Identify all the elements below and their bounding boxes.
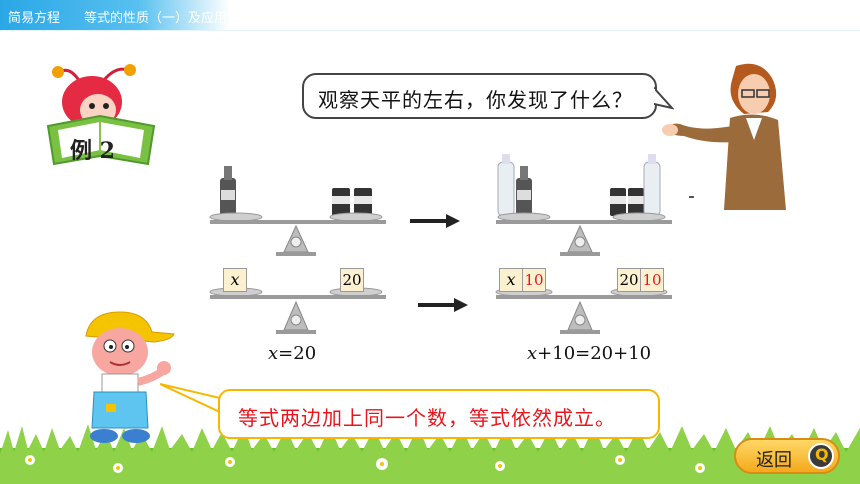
boy-bubble-tail: [160, 383, 221, 414]
equation-left-var: x: [268, 343, 279, 364]
equation-left: x=20: [268, 343, 316, 364]
weight-label-x: x: [230, 270, 240, 289]
example-number-label: 例 2: [70, 138, 115, 164]
balance-scale-top-right: [496, 154, 672, 256]
boy-illustration: [85, 311, 175, 443]
boy-speech-bubble: 等式两边加上同一个数，等式依然成立。: [218, 389, 660, 439]
example-badge-mascot: [46, 64, 156, 166]
teacher-illustration: [662, 63, 786, 210]
weight-box-10: 10: [522, 268, 546, 292]
teacher-question-text: 观察天平的左右，你发现了什么？: [318, 88, 633, 112]
arrow-right-icon: [418, 298, 468, 312]
weight-box-20: 20: [340, 268, 364, 292]
q-logo-letter: Q: [815, 445, 829, 464]
back-button-label: 返回: [756, 450, 792, 471]
breadcrumb-section: 简易方程: [8, 11, 61, 26]
weight-box-10: 10: [640, 268, 664, 292]
grass-footer: [0, 424, 860, 484]
teacher-speech-bubble: 观察天平的左右，你发现了什么？: [302, 73, 657, 119]
balance-scale-top-left: [209, 166, 386, 256]
breadcrumb-lesson: 等式的性质（一）及应用: [84, 11, 228, 26]
equation-right-rest: +10=20+10: [537, 343, 652, 364]
header-bar: 简易方程 等式的性质（一）及应用: [0, 0, 230, 30]
equation-right: x+10=20+10: [527, 343, 651, 364]
header-divider: [0, 30, 860, 31]
equation-right-var: x: [527, 343, 538, 364]
weight-box-x: x: [499, 268, 523, 292]
teacher-bubble-tail: [654, 86, 674, 110]
weight-label-x: x: [506, 270, 516, 289]
equation-left-rest: =20: [278, 343, 317, 364]
arrow-right-icon: [410, 214, 460, 228]
back-button[interactable]: 返回 Q: [734, 438, 840, 474]
q-logo-icon: Q: [808, 443, 834, 469]
balance-scale-bottom-left: [209, 287, 386, 334]
weight-box-x: x: [223, 268, 247, 292]
teacher-mark: [689, 196, 694, 198]
boy-statement-text: 等式两边加上同一个数，等式依然成立。: [238, 406, 616, 430]
weight-box-20: 20: [617, 268, 641, 292]
